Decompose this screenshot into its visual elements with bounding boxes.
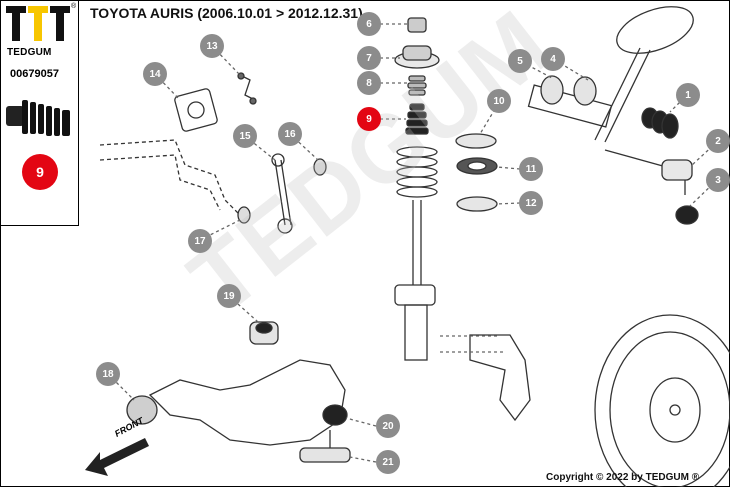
callout-6[interactable]: 6 (357, 12, 381, 36)
boot-20 (322, 404, 348, 426)
callout-7[interactable]: 7 (357, 46, 381, 70)
product-panel (0, 0, 79, 226)
front-arrow-icon (85, 438, 149, 476)
bump-stop-thumbnail (6, 100, 70, 136)
bushing-17 (237, 206, 251, 224)
steering-column (527, 6, 694, 143)
tedgum-logo (6, 6, 70, 41)
stabilizer-bar (99, 88, 241, 216)
callout-14[interactable]: 14 (143, 62, 167, 86)
strut-body (394, 200, 436, 361)
callout-3[interactable]: 3 (706, 168, 730, 192)
copyright-notice: Copyright © 2022 by TEDGUM ® (546, 472, 700, 483)
callout-15[interactable]: 15 (233, 124, 257, 148)
callout-5[interactable]: 5 (508, 49, 532, 73)
callout-12[interactable]: 12 (519, 191, 543, 215)
part-number: 00679057 (10, 68, 59, 80)
cap-6 (407, 17, 427, 33)
seat-10 (455, 133, 497, 149)
callout-13[interactable]: 13 (200, 34, 224, 58)
brand-name: TEDGUM (7, 47, 52, 58)
selected-part-badge[interactable]: 9 (22, 154, 58, 190)
bushing-16 (313, 158, 327, 176)
coil-spring (396, 146, 438, 198)
bump-stop-9 (405, 103, 429, 135)
callout-19[interactable]: 19 (217, 284, 241, 308)
tie-rod-end-2 (604, 149, 693, 195)
callout-4[interactable]: 4 (541, 47, 565, 71)
bushing-4 (573, 76, 597, 106)
bump-stop-8 (407, 75, 427, 96)
page-title: TOYOTA AURIS (2006.10.01 > 2012.12.31) (90, 5, 363, 21)
callout-16[interactable]: 16 (278, 122, 302, 146)
callout-2[interactable]: 2 (706, 129, 730, 153)
wheel (594, 314, 730, 487)
bushing-5 (540, 75, 564, 105)
bushing-19 (249, 321, 279, 345)
lower-control-arm (126, 359, 346, 446)
callout-20[interactable]: 20 (376, 414, 400, 438)
callout-11[interactable]: 11 (519, 157, 543, 181)
callout-9[interactable]: 9 (357, 107, 381, 131)
seat-12 (456, 196, 498, 212)
registered-mark: ® (71, 3, 77, 10)
ball-joint-21 (299, 430, 351, 463)
callout-21[interactable]: 21 (376, 450, 400, 474)
callout-1[interactable]: 1 (676, 83, 700, 107)
callout-10[interactable]: 10 (487, 89, 511, 113)
boot-1 (641, 107, 679, 139)
callout-17[interactable]: 17 (188, 229, 212, 253)
strut-mount-7 (394, 45, 440, 69)
stabilizer-link-15 (271, 153, 293, 234)
dust-cap-3 (675, 205, 699, 225)
callout-18[interactable]: 18 (96, 362, 120, 386)
steering-knuckle (469, 334, 531, 422)
callout-8[interactable]: 8 (357, 71, 381, 95)
bracket-13 (239, 74, 256, 101)
